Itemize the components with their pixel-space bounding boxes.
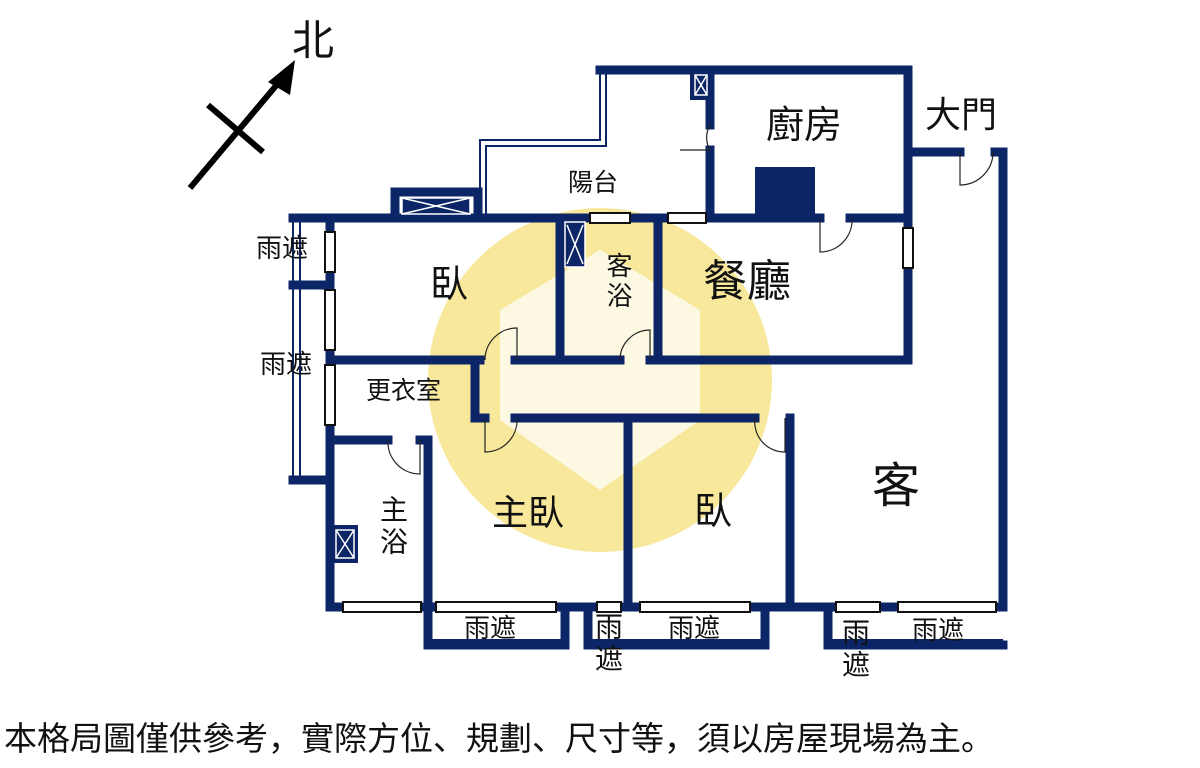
disclaimer-text: 本格局圖僅供參考，實際方位、規劃、尺寸等，須以房屋現場為主。 bbox=[4, 719, 994, 758]
awning-label: 雨遮 bbox=[256, 234, 309, 264]
room-label-master-bath: 主浴 bbox=[376, 495, 409, 559]
room-label-kitchen: 廚房 bbox=[766, 103, 843, 147]
room-label-bedroom-nw: 臥 bbox=[430, 262, 469, 306]
awning-label: 雨遮 bbox=[260, 350, 313, 380]
room-label-walk-in-closet: 更衣室 bbox=[366, 376, 442, 405]
room-label-balcony: 陽台 bbox=[568, 168, 619, 197]
room-label-dining: 餐廳 bbox=[703, 256, 791, 307]
compass-north-label: 北 bbox=[292, 16, 335, 65]
kitchen-counter bbox=[755, 167, 815, 217]
duct-icon bbox=[335, 74, 708, 559]
room-label-guest-bath: 客浴 bbox=[602, 252, 632, 312]
awning-label: 雨遮 bbox=[912, 616, 965, 646]
room-label-bedroom-s: 臥 bbox=[694, 489, 733, 533]
watermark-logo bbox=[428, 208, 772, 552]
entrance-label: 大門 bbox=[925, 95, 998, 136]
room-label-living: 客 bbox=[872, 458, 921, 514]
doors bbox=[387, 124, 994, 475]
awning-label: 雨遮 bbox=[668, 614, 721, 644]
awning-label: 雨遮 bbox=[464, 614, 517, 644]
awning-label: 雨遮 bbox=[591, 612, 624, 676]
windows bbox=[324, 212, 997, 613]
north-arrow-icon bbox=[187, 60, 295, 190]
room-label-master-bedroom: 主臥 bbox=[492, 493, 565, 534]
awning-label: 雨遮 bbox=[838, 618, 871, 682]
